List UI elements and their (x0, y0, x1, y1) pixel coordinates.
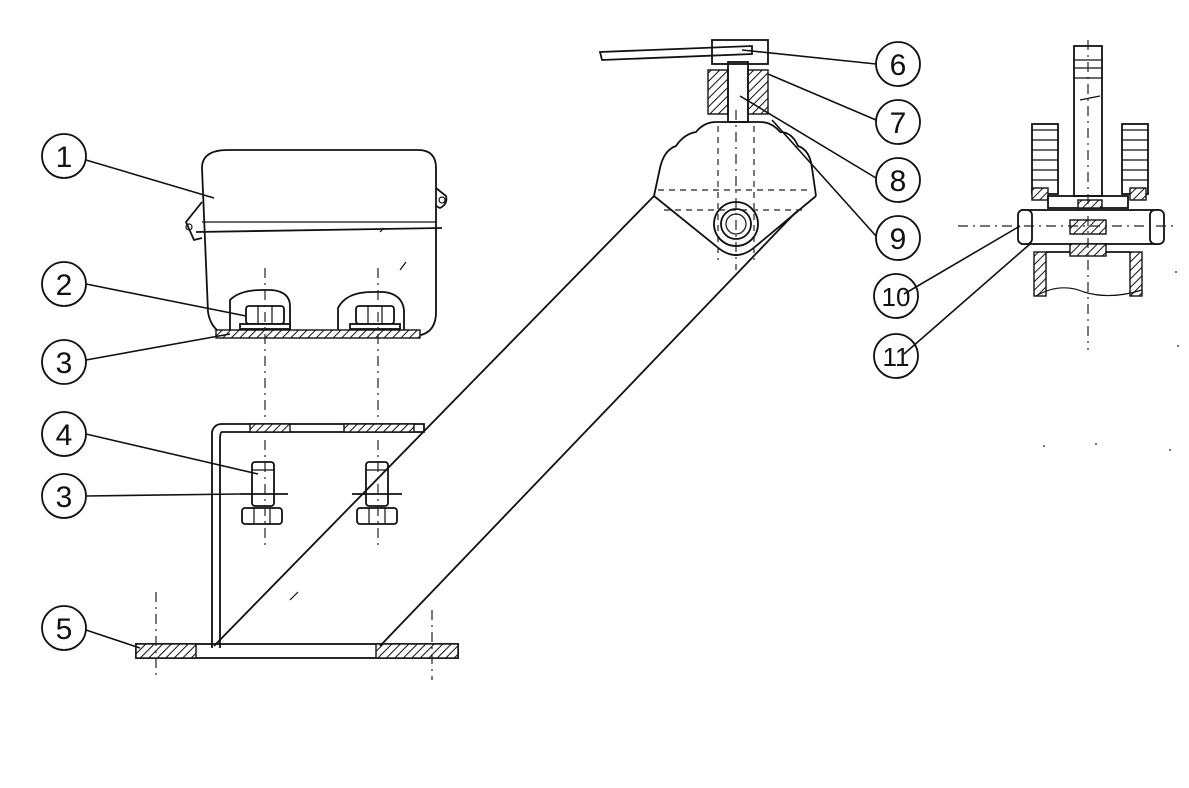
enclosure-box (184, 149, 448, 420)
callout-7: 7 (875, 99, 921, 145)
callout-1: 1 (41, 133, 87, 179)
callout-5-label: 5 (56, 613, 73, 646)
callout-11: 11 (873, 333, 919, 379)
angle-bracket (211, 423, 425, 648)
callout-9: 9 (875, 215, 921, 261)
callout-10-label: 10 (882, 282, 911, 312)
callout-8-label: 8 (890, 165, 907, 198)
callout-8: 8 (875, 157, 921, 203)
callout-6: 6 (875, 41, 921, 87)
callout-6-label: 6 (890, 49, 907, 82)
callout-9-label: 9 (890, 223, 907, 256)
callout-11-label: 11 (883, 342, 910, 372)
callout-10: 10 (873, 273, 919, 319)
callout-3-upper: 3 (41, 339, 87, 385)
callout-3-upper-label: 3 (56, 347, 73, 380)
callout-3-lower-label: 3 (56, 481, 73, 514)
callout-2: 2 (41, 261, 87, 307)
callout-4-label: 4 (56, 419, 73, 452)
callout-7-label: 7 (890, 107, 907, 140)
leader-lines (85, 49, 1031, 649)
diagonal-arm (213, 195, 797, 647)
side-detail-view (958, 40, 1176, 350)
callout-4: 4 (41, 411, 87, 457)
scan-specks (1043, 271, 1179, 451)
callout-1-label: 1 (56, 141, 73, 174)
callout-2-label: 2 (56, 269, 73, 302)
callout-3-lower: 3 (41, 473, 87, 519)
callout-5: 5 (41, 605, 87, 651)
pivot-head (598, 39, 817, 270)
base-plate (135, 592, 459, 680)
